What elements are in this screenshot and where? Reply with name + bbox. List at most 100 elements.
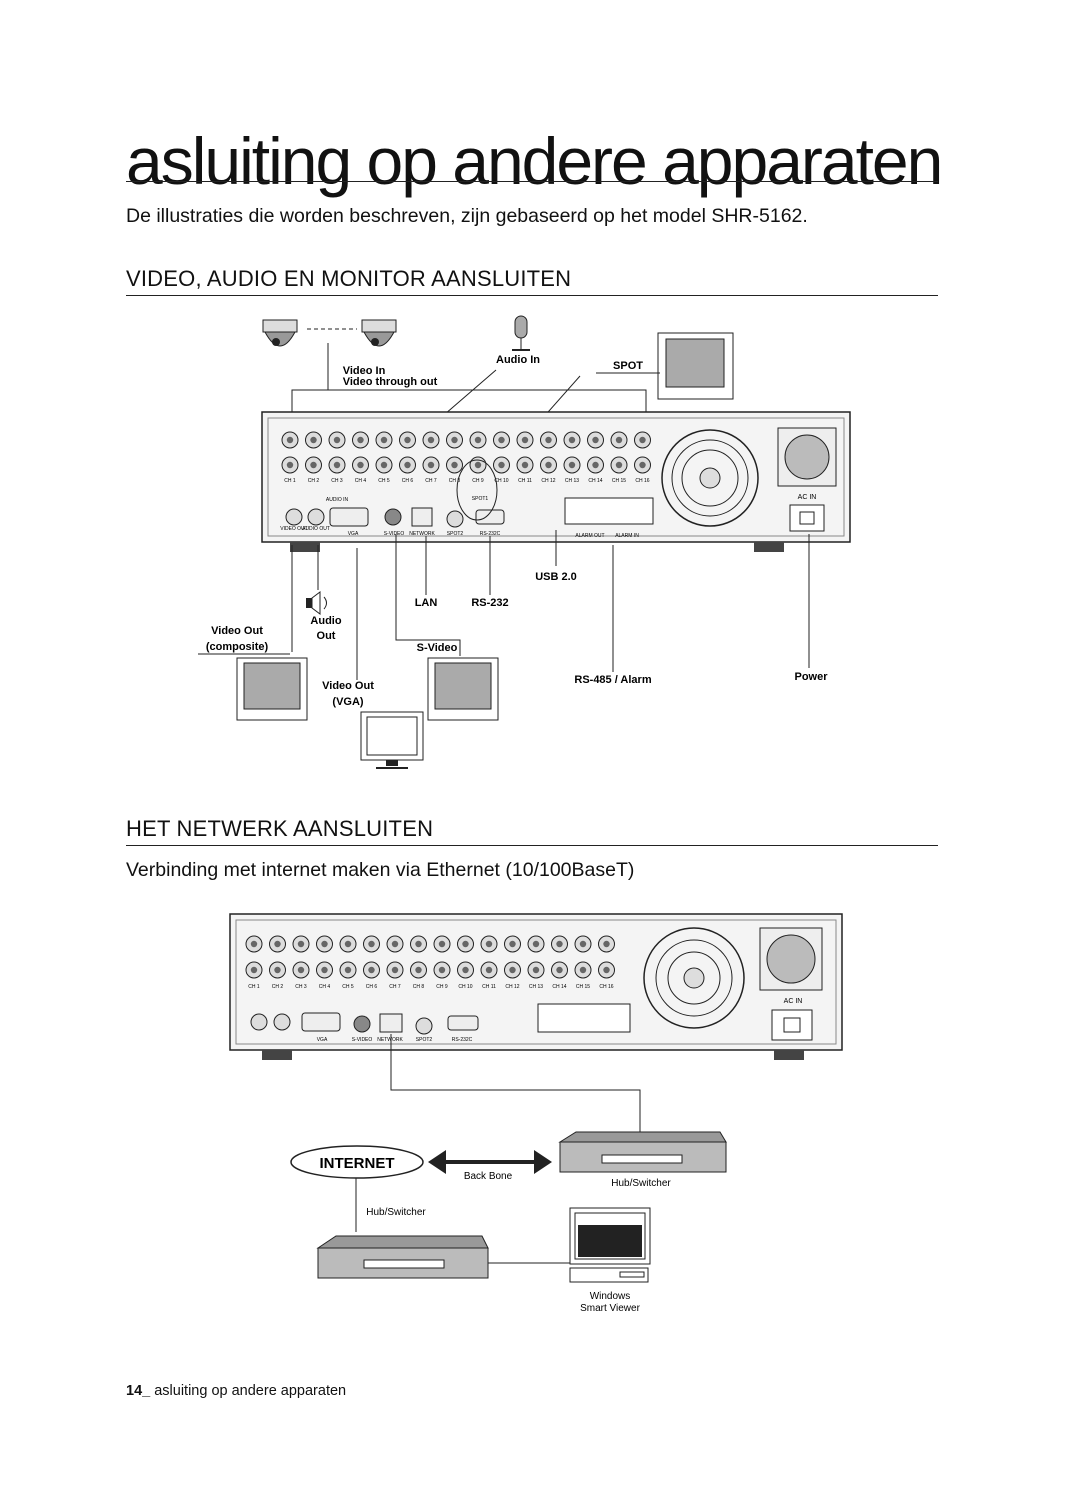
vga-port-label: VGA xyxy=(348,531,359,537)
bnc-connector-pin xyxy=(391,966,399,974)
spot1-port-label: SPOT1 xyxy=(472,496,489,502)
bnc-connector-pin xyxy=(615,436,623,444)
network-port xyxy=(411,507,433,527)
bnc-connector-pin xyxy=(568,461,576,469)
channel-label: CH 10 xyxy=(458,984,472,990)
bnc-connector-pin xyxy=(509,966,516,974)
audio-in-label: Audio In xyxy=(496,354,540,366)
rs232c-port-label: RS-232C xyxy=(480,531,501,537)
bnc-connector-pin xyxy=(498,461,505,469)
bnc-connector-pin xyxy=(592,461,599,469)
bnc-connector-pin xyxy=(404,436,411,444)
channel-label: CH 14 xyxy=(552,984,566,990)
audio-out-port-label: AUDIO OUT xyxy=(302,526,330,532)
bnc-connector-pin xyxy=(545,461,552,469)
vga-port-label: VGA xyxy=(317,1037,328,1043)
double-arrow-icon xyxy=(428,1150,552,1174)
microphone-icon xyxy=(512,315,530,351)
video-out-composite-label-2: (composite) xyxy=(206,641,269,653)
vga-monitor-icon xyxy=(360,711,424,769)
channel-label: CH 8 xyxy=(449,478,461,484)
channel-label: CH 12 xyxy=(541,478,555,484)
s-video-port xyxy=(384,508,402,526)
bnc-connector-pin xyxy=(521,436,529,444)
bnc-connector-pin xyxy=(427,436,435,444)
video-through-out-label: Video through out xyxy=(343,376,438,388)
hub-switcher-right-label: Hub/Switcher xyxy=(611,1178,671,1189)
internet-label: INTERNET xyxy=(320,1155,395,1172)
channel-label: CH 2 xyxy=(272,984,284,990)
bnc-connector-pin xyxy=(462,966,469,974)
bnc-connector-pin xyxy=(310,436,317,444)
bnc-connector-pin xyxy=(391,940,399,948)
bnc-connector-pin xyxy=(368,966,375,974)
bnc-connector-pin xyxy=(286,436,294,444)
section-heading-network: HET NETWERK AANSLUITEN xyxy=(126,816,434,841)
network-port-label: NETWORK xyxy=(409,531,435,537)
bnc-connector-pin xyxy=(415,940,422,948)
bnc-connector-pin xyxy=(462,940,469,948)
bnc-connector-pin xyxy=(568,436,576,444)
channel-label: CH 2 xyxy=(308,478,320,484)
usb-label: USB 2.0 xyxy=(535,571,577,583)
back-bone-label: Back Bone xyxy=(464,1171,513,1182)
fan-icon xyxy=(643,927,745,1029)
alarm-terminal xyxy=(537,1003,631,1033)
channel-label: CH 11 xyxy=(518,478,532,484)
channel-label: CH 14 xyxy=(588,478,602,484)
ac-in-label: AC IN xyxy=(784,998,803,1005)
bnc-connector-pin xyxy=(485,966,493,974)
bnc-connector-pin xyxy=(603,966,610,974)
video-out-port-label: VIDEO OUT xyxy=(280,526,308,532)
bnc-connector-pin xyxy=(615,461,623,469)
channel-label: CH 16 xyxy=(635,478,649,484)
vga-port xyxy=(329,507,369,527)
bnc-connector-pin xyxy=(344,940,352,948)
channel-label: CH 11 xyxy=(482,984,496,990)
connection-diagram-av: Video In Video through out Audio In SPOT… xyxy=(198,315,851,769)
video-in-label: Video In xyxy=(343,365,386,377)
network-port-label: NETWORK xyxy=(377,1037,403,1043)
bnc-row-bottom xyxy=(245,961,615,979)
dome-camera-icon xyxy=(262,319,298,347)
s-video-label: S-Video xyxy=(417,642,458,654)
channel-label: CH 9 xyxy=(436,984,448,990)
bnc-connector-pin xyxy=(498,436,505,444)
bnc-connector-pin xyxy=(474,436,482,444)
bnc-connector-pin xyxy=(427,461,435,469)
s-video-monitor-icon xyxy=(427,657,499,721)
bnc-connector-pin xyxy=(592,436,599,444)
channel-label: CH 4 xyxy=(355,478,367,484)
power-socket xyxy=(789,504,825,532)
bnc-connector-pin xyxy=(250,940,258,948)
channel-label: CH 8 xyxy=(413,984,425,990)
bnc-connector-pin xyxy=(639,461,646,469)
bnc-connector-pin xyxy=(333,436,341,444)
channel-label: CH 5 xyxy=(378,478,390,484)
footer-text: asluiting op andere apparaten xyxy=(150,1383,347,1399)
hub-switcher-icon xyxy=(316,1235,489,1279)
ac-in-label: AC IN xyxy=(798,494,817,501)
bnc-connector-pin xyxy=(274,966,281,974)
bnc-row-bottom xyxy=(281,456,651,474)
spot2-port-label: SPOT2 xyxy=(447,531,464,537)
channel-label: CH 13 xyxy=(529,984,543,990)
bnc-connector-pin xyxy=(404,461,411,469)
channel-label: CH 5 xyxy=(342,984,354,990)
bnc-connector-pin xyxy=(357,461,364,469)
bnc-connector-pin xyxy=(250,966,258,974)
bnc-connector-pin xyxy=(357,436,364,444)
alarm-in-port-label: ALARM IN xyxy=(615,533,639,539)
bnc-connector-pin xyxy=(368,940,375,948)
bnc-connector-pin xyxy=(451,436,458,444)
bnc-connector-pin xyxy=(545,436,552,444)
video-out-vga-label-2: (VGA) xyxy=(332,696,364,708)
section-rule-2 xyxy=(126,845,938,846)
bnc-row-top xyxy=(245,935,615,953)
section-rule-1 xyxy=(126,295,938,296)
bnc-connector-pin xyxy=(509,940,516,948)
video-out-vga-label: Video Out xyxy=(322,680,374,692)
